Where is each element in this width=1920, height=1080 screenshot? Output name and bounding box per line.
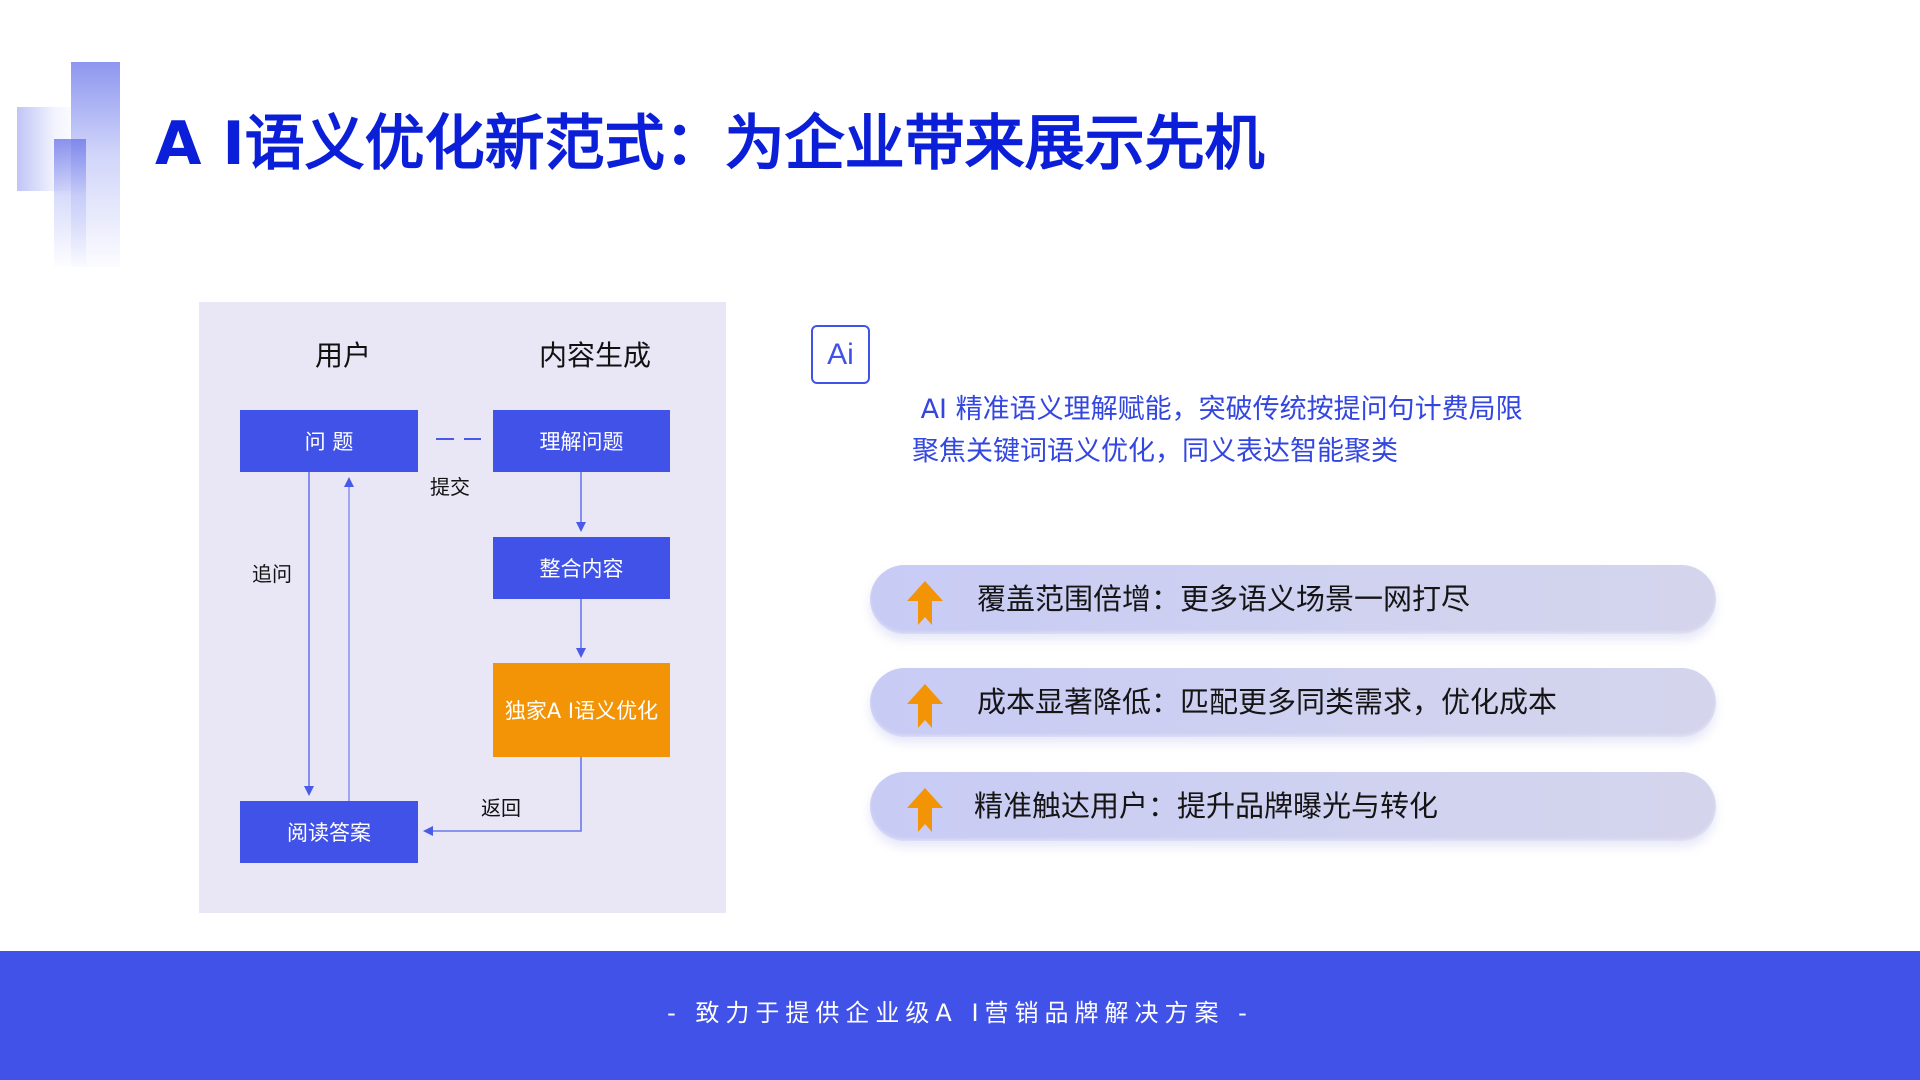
column-header-user: 用户 [314, 339, 372, 372]
arrow-up-icon [907, 581, 943, 625]
description-line-2: 聚焦关键词语义优化，同义表达智能聚类 [912, 436, 1398, 467]
edge-label-follow-up: 追问 [252, 562, 292, 586]
description-line-1: AI 精准语义理解赋能，突破传统按提问句计费局限 [912, 394, 1523, 425]
column-header-content-generation: 内容生成 [538, 339, 652, 372]
page-title: A I语义优化新范式：为企业带来展示先机 [155, 109, 1265, 179]
node-integrate-content: 整合内容 [493, 537, 670, 599]
benefit-pill-cost: 成本显著降低：匹配更多同类需求，优化成本 [870, 668, 1716, 737]
benefit-pill-reach: 精准触达用户：提升品牌曝光与转化 [870, 772, 1716, 841]
edge-label-submit: 提交 [430, 475, 470, 499]
decorative-bar-small [54, 139, 86, 267]
node-understand-question: 理解问题 [493, 410, 670, 472]
arrow-up-icon [907, 788, 943, 832]
footer-band: - 致力于提供企业级A I营销品牌解决方案 - [0, 951, 1920, 1080]
arrow-up-icon [907, 684, 943, 728]
edge-label-return: 返回 [481, 796, 521, 820]
benefit-text: 精准触达用户：提升品牌曝光与转化 [974, 789, 1439, 823]
benefit-text: 覆盖范围倍增：更多语义场景一网打尽 [977, 582, 1471, 616]
benefit-pill-coverage: 覆盖范围倍增：更多语义场景一网打尽 [870, 565, 1716, 634]
node-ai-semantic-optimization: 独家A I语义优化 [493, 663, 670, 757]
footer-tagline: - 致力于提供企业级A I营销品牌解决方案 - [667, 999, 1253, 1027]
ai-icon: Ai [811, 325, 870, 384]
node-question: 问 题 [240, 410, 418, 472]
benefit-text: 成本显著降低：匹配更多同类需求，优化成本 [977, 685, 1558, 719]
node-read-answer: 阅读答案 [240, 801, 418, 863]
